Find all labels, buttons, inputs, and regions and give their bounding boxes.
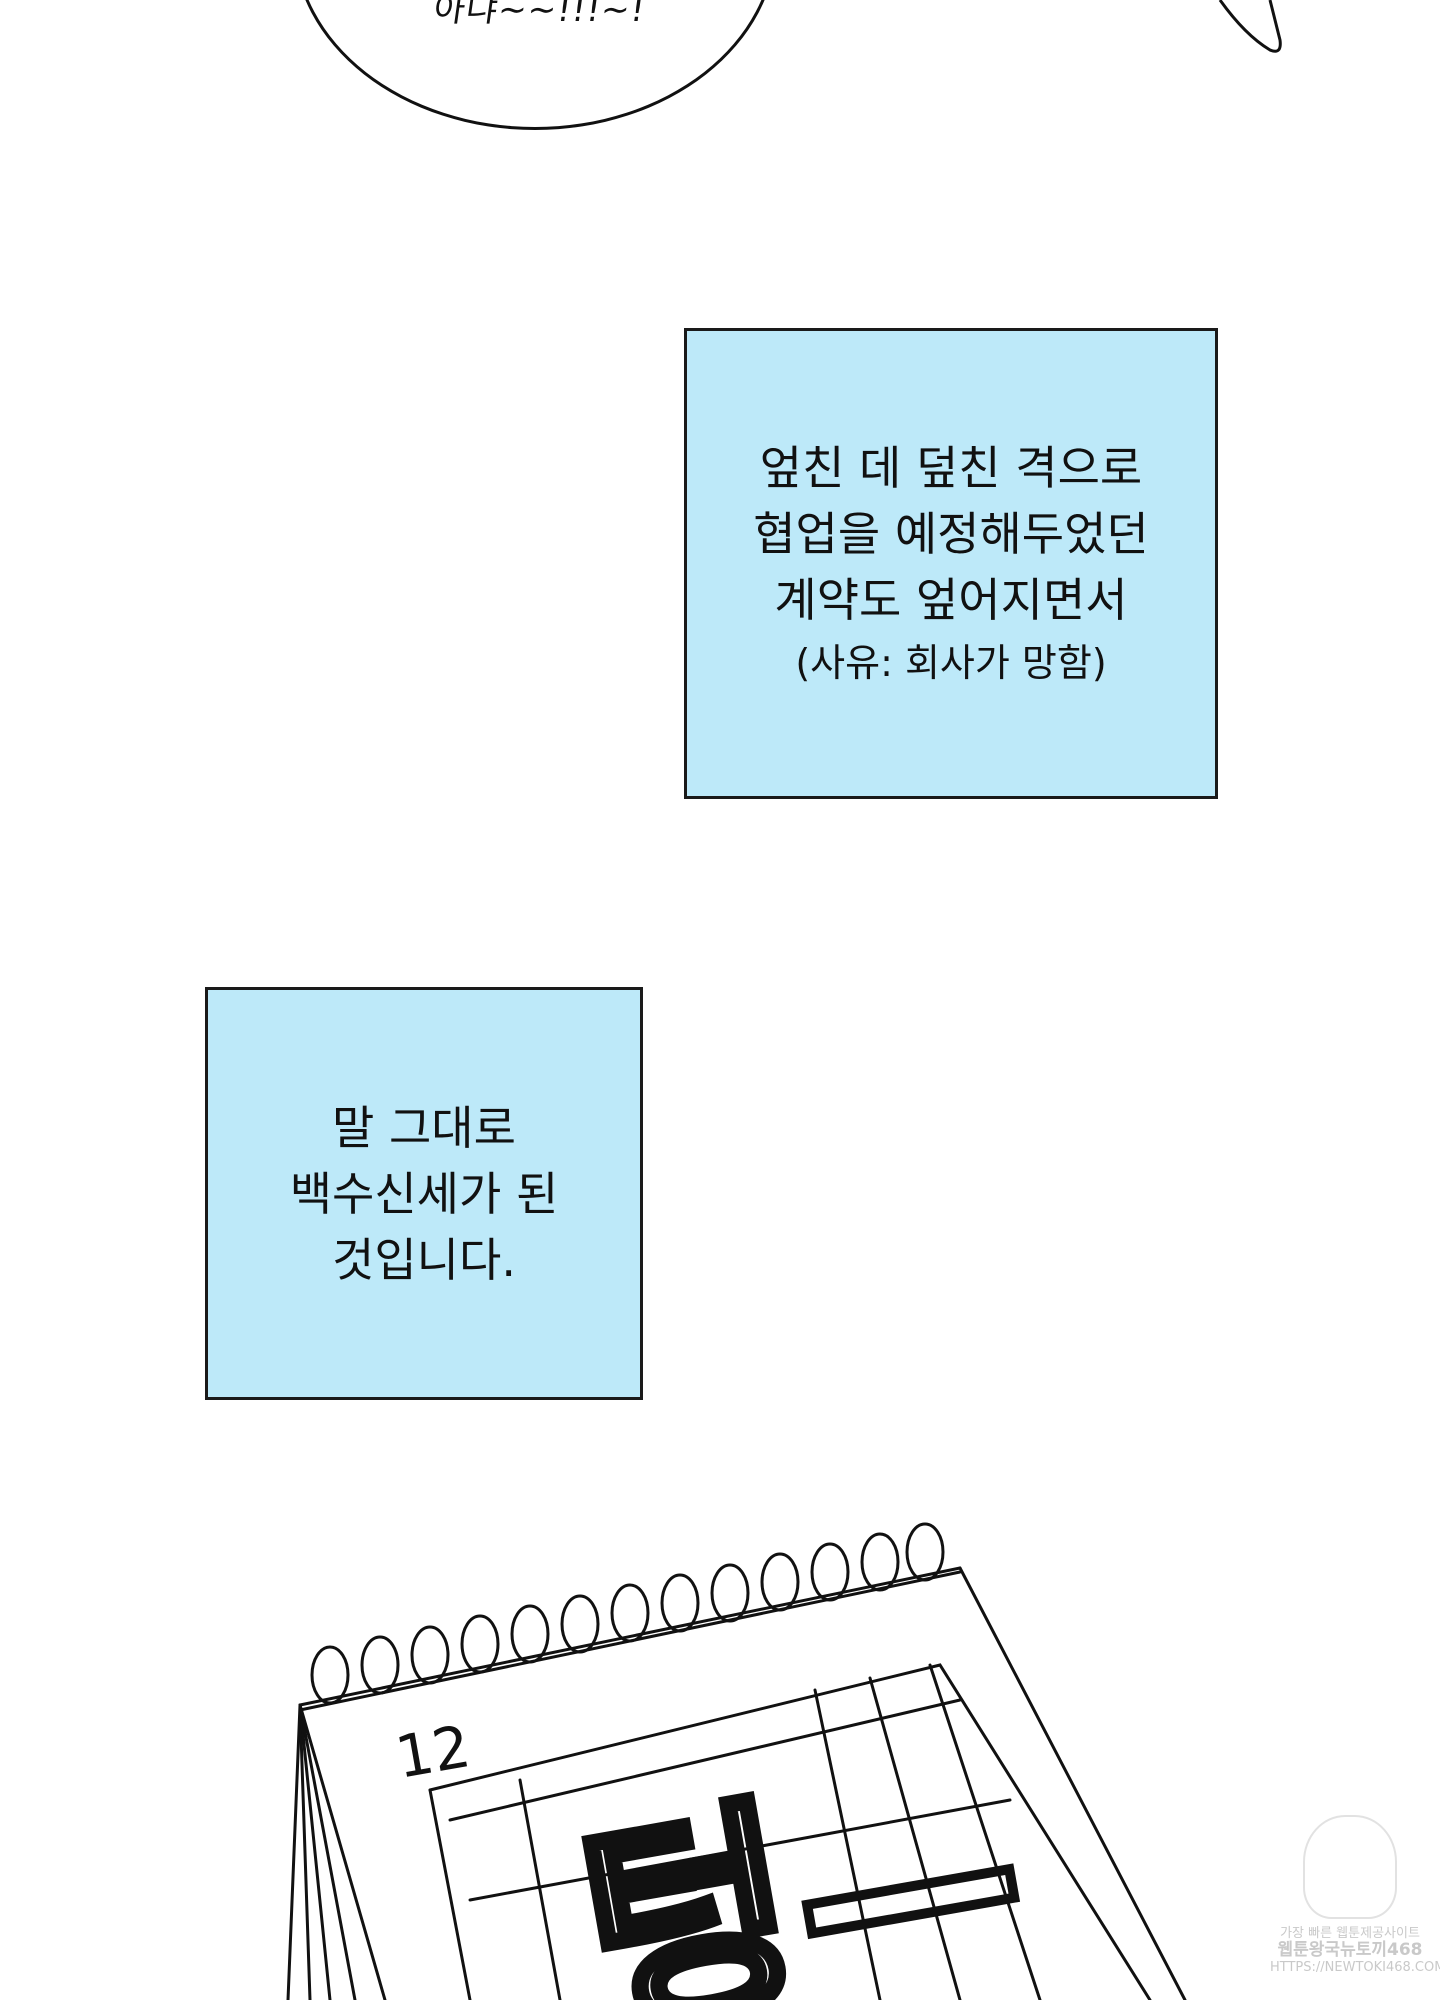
speech-bubble-tail-icon [1218, 0, 1282, 53]
caption-line: 백수신세가 된 [289, 1166, 559, 1221]
caption-line: 말 그대로 [332, 1100, 516, 1155]
watermark: 가장 빠른 웹툰제공사이트 웹툰왕국뉴토끼468 HTTPS://NEWTOKI… [1270, 1815, 1440, 1976]
speech-bubble-text: 아냐~~!!!~! [430, 0, 649, 30]
calendar-month: 12 [391, 1712, 475, 1792]
watermark-line: HTTPS://NEWTOKI468.COM [1270, 1960, 1440, 1975]
narration-box-1: 엎친 데 덮친 격으로 협업을 예정해두었던 계약도 엎어지면서 (사유: 회사… [684, 328, 1218, 799]
mascot-icon [1303, 1815, 1397, 1919]
narration-box-2: 말 그대로 백수신세가 된 것입니다. [205, 987, 643, 1400]
sfx-text: 텅— [563, 1735, 1044, 2000]
calendar-illustration: 12 텅— [286, 1522, 1187, 2000]
caption-line: 계약도 엎어지면서 [774, 572, 1128, 627]
caption-line: 엎친 데 덮친 격으로 [759, 440, 1143, 495]
watermark-line: 가장 빠른 웹툰제공사이트 [1280, 1926, 1420, 1941]
calendar-rings [310, 1522, 945, 1705]
caption-line: 협업을 예정해두었던 [753, 506, 1149, 561]
caption-line: 것입니다. [332, 1232, 516, 1287]
watermark-line: 웹툰왕국뉴토끼468 [1277, 1940, 1423, 1960]
caption-line: (사유: 회사가 망함) [795, 640, 1107, 685]
